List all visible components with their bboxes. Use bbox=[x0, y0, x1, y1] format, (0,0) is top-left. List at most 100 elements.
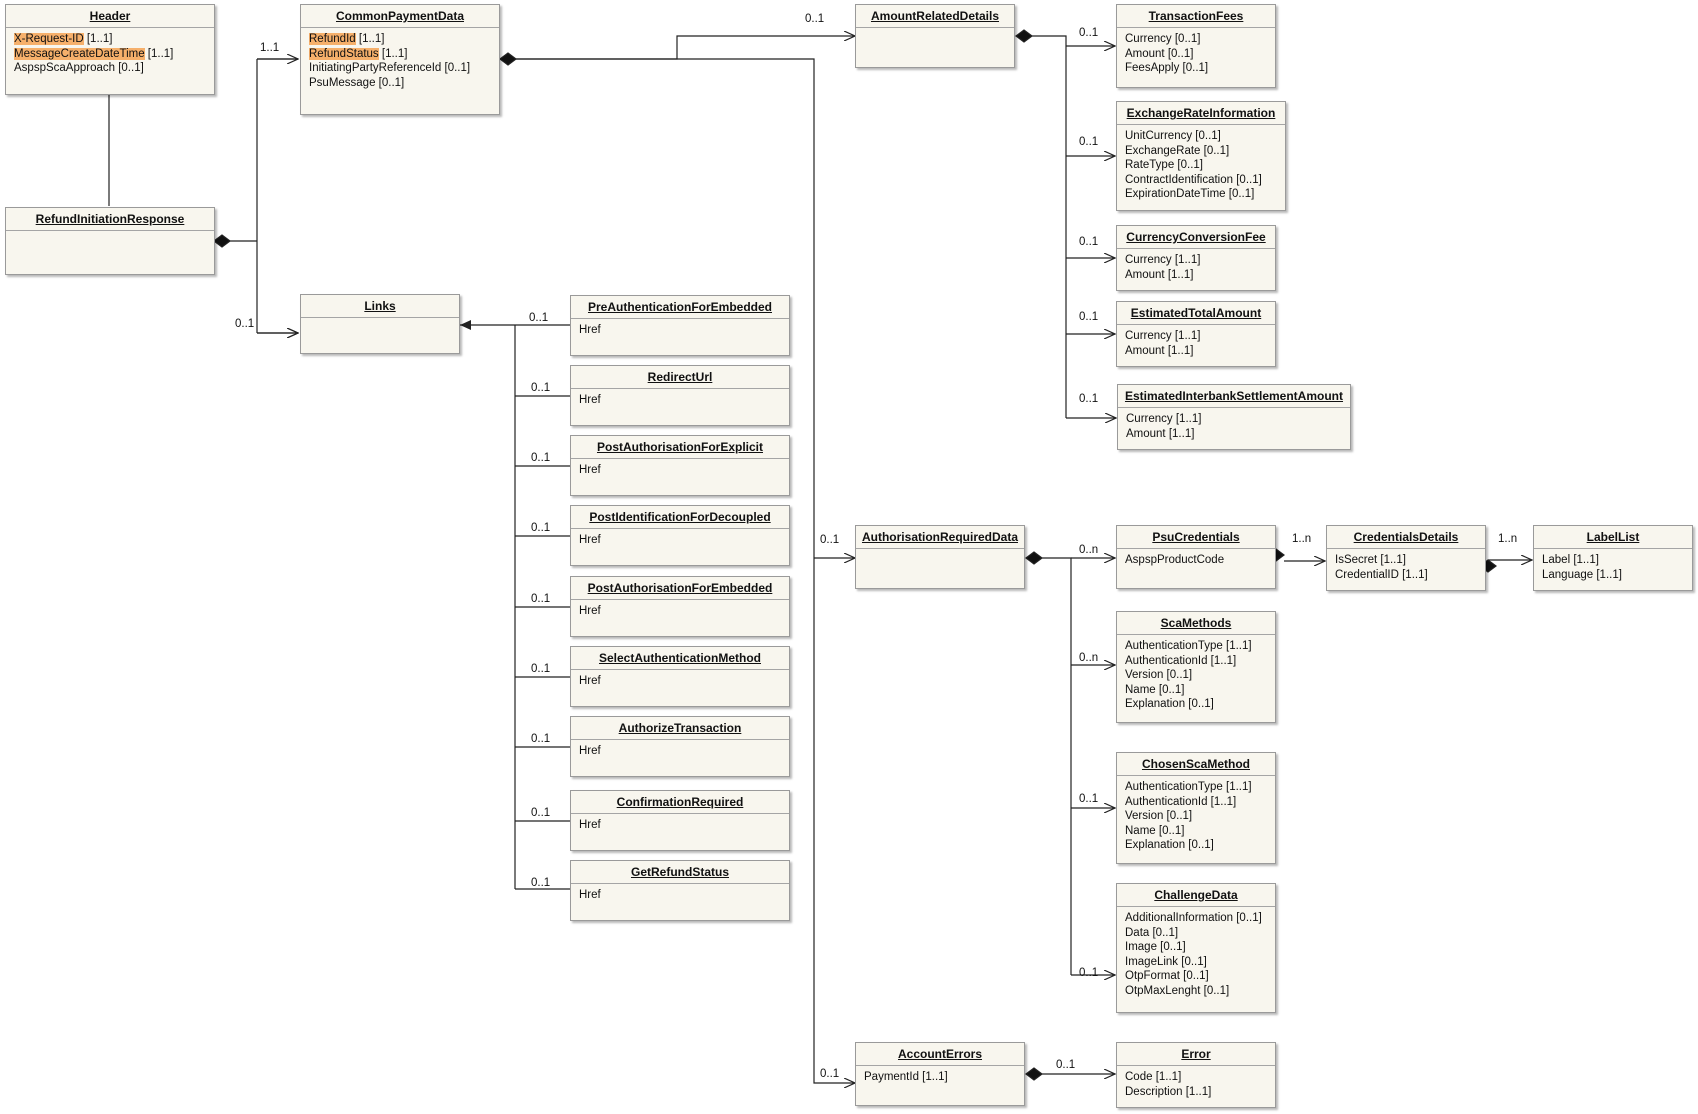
attribute-row: CredentialID [1..1] bbox=[1335, 568, 1477, 583]
mult-links-postauthexp: 0..1 bbox=[531, 452, 551, 464]
attribute-row: OtpFormat [0..1] bbox=[1125, 969, 1267, 984]
attribute-name: FeesApply bbox=[1125, 62, 1180, 74]
attribute-name: CredentialID bbox=[1335, 568, 1399, 581]
attribute-list: AspspProductCode bbox=[1117, 549, 1275, 568]
class-title: EstimatedInterbankSettlementAmount bbox=[1118, 385, 1350, 408]
attribute-name: Href bbox=[579, 464, 601, 476]
attribute-multiplicity: [0..1] bbox=[1185, 698, 1214, 710]
class-title: AuthorizeTransaction bbox=[571, 717, 789, 740]
attribute-row: Amount [0..1] bbox=[1125, 47, 1267, 62]
attribute-list bbox=[6, 231, 214, 235]
attribute-row: AuthenticationId [1..1] bbox=[1125, 795, 1267, 810]
mult-common-accerr: 0..1 bbox=[820, 1068, 840, 1080]
mult-amount-exrate: 0..1 bbox=[1079, 136, 1099, 148]
common-diamond bbox=[499, 52, 517, 66]
class-title: AuthorisationRequiredData bbox=[856, 526, 1024, 549]
mult-refund-links: 0..1 bbox=[235, 318, 255, 330]
attribute-row: OtpMaxLenght [0..1] bbox=[1125, 984, 1267, 999]
attribute-row: Image [0..1] bbox=[1125, 940, 1267, 955]
attribute-name: RateType bbox=[1125, 159, 1175, 171]
class-title: ConfirmationRequired bbox=[571, 791, 789, 814]
attribute-name: Amount bbox=[1126, 427, 1166, 440]
attribute-list: AuthenticationType [1..1]AuthenticationI… bbox=[1117, 776, 1275, 853]
class-title: RefundInitiationResponse bbox=[6, 208, 214, 231]
attribute-row: AuthenticationType [1..1] bbox=[1125, 780, 1267, 795]
attribute-name: AspspScaApproach bbox=[14, 62, 116, 74]
class-links[interactable]: Links bbox=[300, 294, 460, 354]
authreq-diamond bbox=[1025, 551, 1043, 565]
attribute-name: Href bbox=[579, 534, 601, 546]
attribute-row: Data [0..1] bbox=[1125, 926, 1267, 941]
attribute-row: Amount [1..1] bbox=[1125, 344, 1267, 359]
attribute-row: AspspProductCode bbox=[1125, 553, 1267, 568]
mult-amount-esttotal: 0..1 bbox=[1079, 311, 1099, 323]
attribute-list: Currency [0..1]Amount [0..1]FeesApply [0… bbox=[1117, 28, 1275, 76]
mult-links-redirect: 0..1 bbox=[531, 382, 551, 394]
attribute-name: Href bbox=[579, 605, 601, 617]
attribute-name: ContractIdentification bbox=[1125, 173, 1234, 186]
class-title: ChallengeData bbox=[1117, 884, 1275, 907]
attribute-row: IsSecret [1..1] bbox=[1335, 553, 1477, 568]
attribute-row: ExpirationDateTime [0..1] bbox=[1125, 187, 1277, 202]
attribute-list: Href bbox=[571, 389, 789, 408]
attribute-list: Href bbox=[571, 529, 789, 548]
attribute-multiplicity: [1..1] bbox=[1207, 654, 1237, 667]
attribute-multiplicity: [1..1] bbox=[1593, 568, 1622, 581]
attribute-multiplicity: [0..1] bbox=[1149, 926, 1179, 939]
attribute-row: RateType [0..1] bbox=[1125, 158, 1277, 173]
attribute-list bbox=[301, 318, 459, 322]
attribute-list: RefundId [1..1]RefundStatus [1..1]Initia… bbox=[301, 28, 499, 90]
attribute-multiplicity: [0..1] bbox=[1200, 144, 1230, 157]
mult-accerr-error: 0..1 bbox=[1056, 1059, 1076, 1071]
attribute-name: ExpirationDateTime bbox=[1125, 188, 1226, 200]
attribute-multiplicity: [1..1] bbox=[144, 47, 174, 60]
class-authorisation-required-data[interactable]: AuthorisationRequiredData bbox=[855, 525, 1025, 589]
attribute-name: Explanation bbox=[1125, 839, 1186, 851]
attribute-row: AuthenticationType [1..1] bbox=[1125, 639, 1267, 654]
attribute-row: Version [0..1] bbox=[1125, 668, 1267, 683]
attribute-name: AuthenticationType bbox=[1125, 640, 1223, 652]
attribute-name: InitiatingPartyReferenceId bbox=[309, 62, 442, 74]
attribute-multiplicity: [0..1] bbox=[1155, 683, 1185, 696]
attribute-name: IsSecret bbox=[1335, 554, 1378, 566]
attribute-row: ExchangeRate [0..1] bbox=[1125, 144, 1277, 159]
attribute-row: Name [0..1] bbox=[1125, 824, 1267, 839]
attribute-list: Currency [1..1]Amount [1..1] bbox=[1117, 325, 1275, 358]
attribute-row: UnitCurrency [0..1] bbox=[1125, 129, 1277, 144]
attribute-list: Href bbox=[571, 600, 789, 619]
attribute-multiplicity: [0..1] bbox=[1163, 669, 1193, 681]
attribute-list: UnitCurrency [0..1]ExchangeRate [0..1]Ra… bbox=[1117, 125, 1285, 202]
attribute-name: Href bbox=[579, 324, 601, 336]
class-amount-related-details[interactable]: AmountRelatedDetails bbox=[855, 4, 1015, 68]
attribute-row: MessageCreateDateTime [1..1] bbox=[14, 47, 206, 62]
class-refund-initiation-response[interactable]: RefundInitiationResponse bbox=[5, 207, 215, 275]
attribute-multiplicity: [1..1] bbox=[1165, 427, 1195, 440]
class-title: GetRefundStatus bbox=[571, 861, 789, 884]
attribute-name: Version bbox=[1125, 669, 1164, 681]
attribute-row: Href bbox=[579, 744, 781, 759]
